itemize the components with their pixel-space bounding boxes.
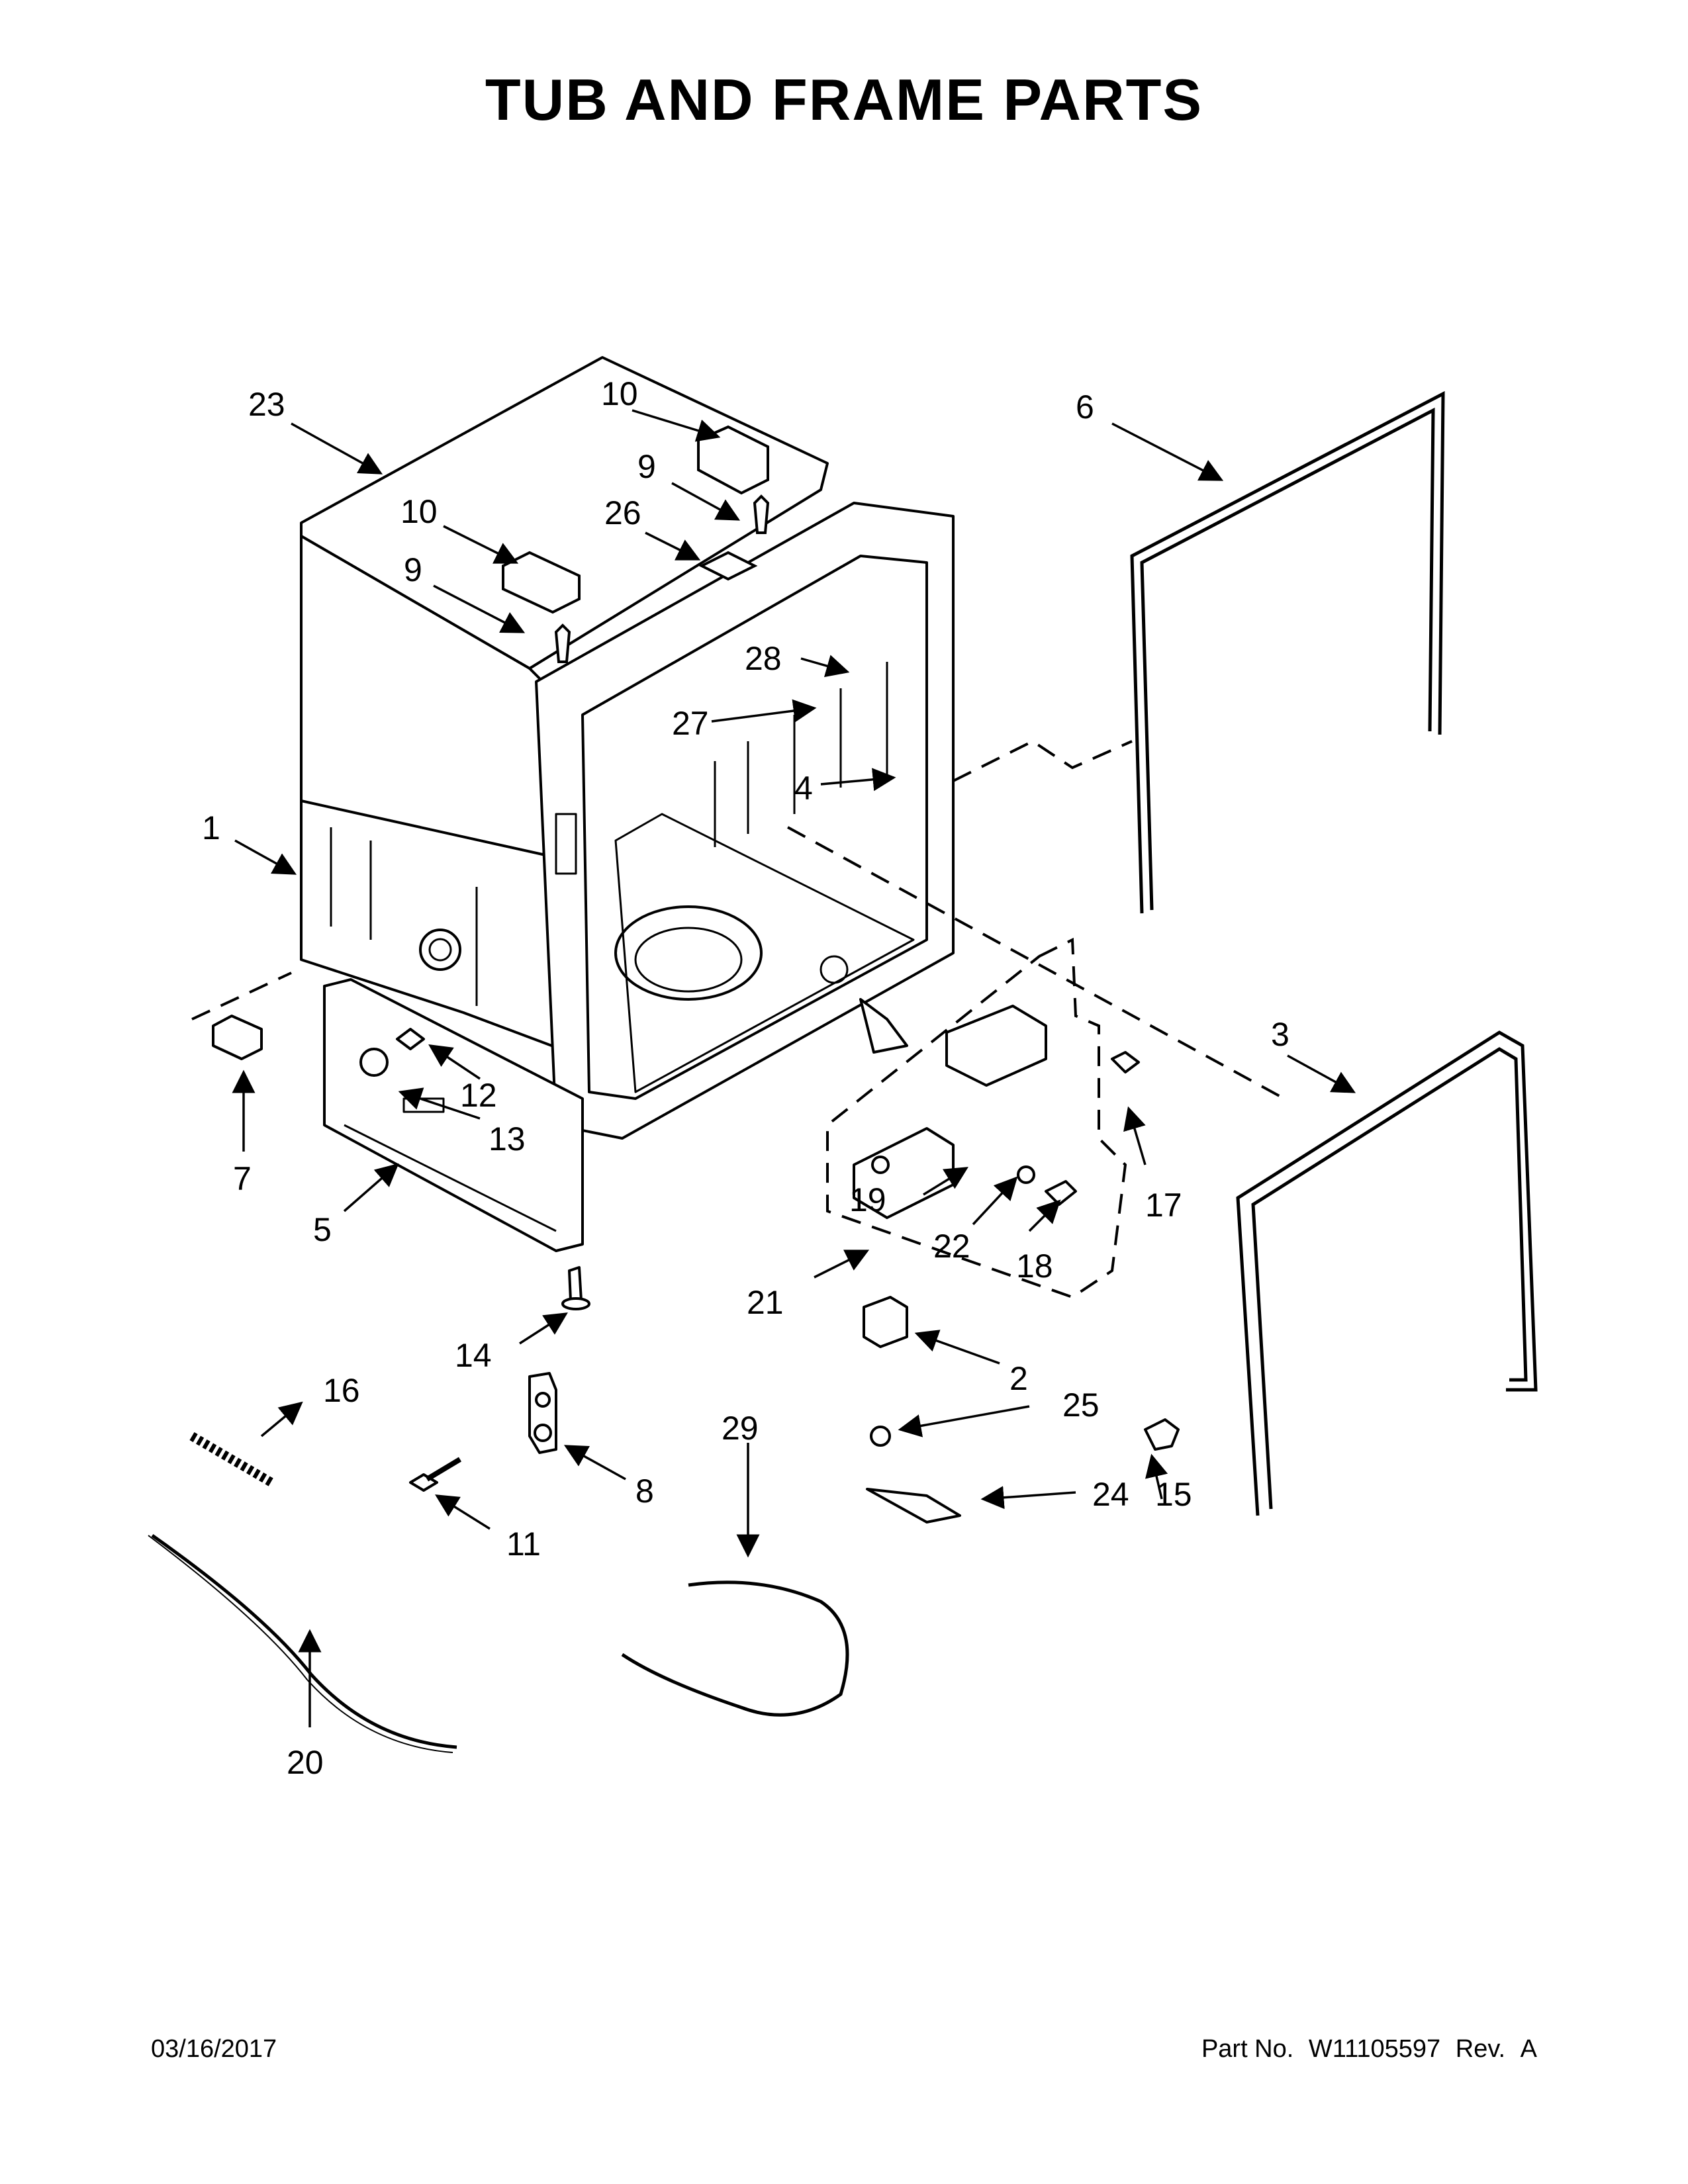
callout-27: 27 xyxy=(672,705,709,742)
callout-14: 14 xyxy=(455,1337,492,1374)
revision-label: Rev. xyxy=(1455,2035,1506,2063)
callout-16: 16 xyxy=(323,1372,360,1409)
callout-10a: 10 xyxy=(601,375,638,412)
callout-29: 29 xyxy=(722,1410,759,1447)
callout-24: 24 xyxy=(1092,1476,1129,1513)
callout-21: 21 xyxy=(747,1284,784,1321)
callout-17: 17 xyxy=(1145,1187,1182,1224)
tub-assembly xyxy=(300,356,955,1140)
wire-harnesses xyxy=(148,1533,849,1753)
callout-20: 20 xyxy=(287,1744,324,1781)
part-number: W11105597 xyxy=(1308,2035,1441,2063)
callout-5: 5 xyxy=(313,1211,332,1248)
callout-28: 28 xyxy=(745,640,782,677)
assembly-leader-lines xyxy=(191,739,1285,1299)
callout-9b: 9 xyxy=(404,551,422,588)
footer-part-info: Part No. W11105597 Rev. A xyxy=(1194,2035,1537,2064)
callout-19: 19 xyxy=(849,1181,886,1218)
loose-parts xyxy=(189,1005,1180,1524)
callout-3: 3 xyxy=(1271,1016,1289,1053)
callout-2: 2 xyxy=(1009,1360,1028,1397)
footer-date: 03/16/2017 xyxy=(151,2035,277,2063)
callout-9a: 9 xyxy=(637,448,656,485)
door-gasket-6 xyxy=(1130,390,1445,914)
callout-6: 6 xyxy=(1076,388,1094,426)
part-number-label: Part No. xyxy=(1201,2035,1294,2063)
callout-1: 1 xyxy=(202,809,220,846)
callout-13: 13 xyxy=(489,1120,526,1158)
callout-18: 18 xyxy=(1016,1248,1053,1285)
lower-gasket-3 xyxy=(1236,1030,1538,1516)
callout-10b: 10 xyxy=(400,493,438,530)
callout-7: 7 xyxy=(233,1160,252,1197)
callout-8: 8 xyxy=(635,1473,654,1510)
callout-11: 11 xyxy=(506,1525,541,1563)
page-title: TUB AND FRAME PARTS xyxy=(485,67,1203,132)
revision: A xyxy=(1520,2035,1537,2063)
callout-labels: 23 10 9 10 9 26 6 28 27 4 1 3 7 12 13 5 … xyxy=(202,375,1289,1781)
callout-25: 25 xyxy=(1062,1387,1100,1424)
callout-23: 23 xyxy=(248,386,285,423)
callout-15: 15 xyxy=(1155,1476,1192,1513)
callout-12: 12 xyxy=(460,1077,497,1114)
callout-4: 4 xyxy=(794,770,813,807)
callout-22: 22 xyxy=(933,1228,970,1265)
hinge-brackets xyxy=(502,425,770,663)
callout-26: 26 xyxy=(604,494,641,531)
callout-arrows xyxy=(232,409,1356,1727)
